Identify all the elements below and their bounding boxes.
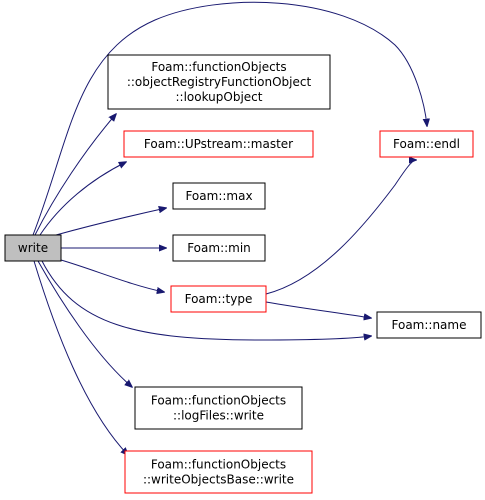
node-label-name: Foam::name [392, 318, 467, 332]
node-label-type: Foam::type [185, 292, 253, 306]
node-label-master: Foam::UPstream::master [144, 137, 293, 151]
node-label-min: Foam::min [187, 241, 251, 255]
edge-write_root-to-lookupObject [34, 114, 116, 236]
edges-layer [32, 1, 427, 455]
node-endl[interactable]: Foam::endl [379, 130, 474, 158]
node-label-logFiles_write: ::logFiles::write [173, 409, 264, 423]
node-master[interactable]: Foam::UPstream::master [123, 130, 314, 158]
node-box-name [376, 311, 482, 339]
edge-write_root-to-logFiles_write [37, 260, 132, 387]
edge-write_root-to-writeObjectsBase_write [33, 260, 128, 455]
edge-write_root-to-max [55, 208, 166, 236]
node-box-endl [379, 130, 474, 158]
edge-write_root-to-master [39, 162, 126, 236]
node-label-lookupObject: Foam::functionObjects [151, 60, 286, 74]
node-name[interactable]: Foam::name [376, 311, 482, 339]
node-lookupObject[interactable]: Foam::functionObjects::objectRegistryFun… [107, 54, 331, 110]
node-logFiles_write[interactable]: Foam::functionObjects::logFiles::write [134, 386, 303, 430]
node-box-logFiles_write [134, 386, 303, 430]
node-label-writeObjectsBase_write: ::writeObjectsBase::write [143, 473, 294, 487]
node-box-lookupObject [107, 54, 331, 110]
edge-type-to-name [265, 301, 371, 318]
node-writeObjectsBase_write[interactable]: Foam::functionObjects::writeObjectsBase:… [124, 450, 313, 494]
node-label-lookupObject: ::lookupObject [176, 90, 263, 104]
node-box-min [172, 234, 266, 262]
nodes-layer: writeFoam::functionObjects::objectRegist… [4, 54, 482, 494]
node-max[interactable]: Foam::max [172, 182, 266, 210]
node-label-logFiles_write: Foam::functionObjects [151, 394, 286, 408]
node-type[interactable]: Foam::type [170, 285, 267, 313]
node-box-max [172, 182, 266, 210]
node-box-type [170, 285, 267, 313]
edge-write_root-to-type [60, 259, 164, 292]
node-box-write_root [4, 234, 62, 262]
node-min[interactable]: Foam::min [172, 234, 266, 262]
node-write_root[interactable]: write [4, 234, 62, 262]
node-box-master [123, 130, 314, 158]
node-label-lookupObject: ::objectRegistryFunctionObject [127, 75, 312, 89]
edge-write_root-to-endl [32, 1, 427, 236]
node-box-writeObjectsBase_write [124, 450, 313, 494]
node-label-max: Foam::max [185, 189, 252, 203]
node-label-write_root: write [18, 241, 48, 255]
node-label-writeObjectsBase_write: Foam::functionObjects [151, 458, 286, 472]
edge-write_root-to-name [41, 260, 371, 340]
edge-type-to-endl [265, 160, 416, 295]
node-label-endl: Foam::endl [393, 137, 460, 151]
